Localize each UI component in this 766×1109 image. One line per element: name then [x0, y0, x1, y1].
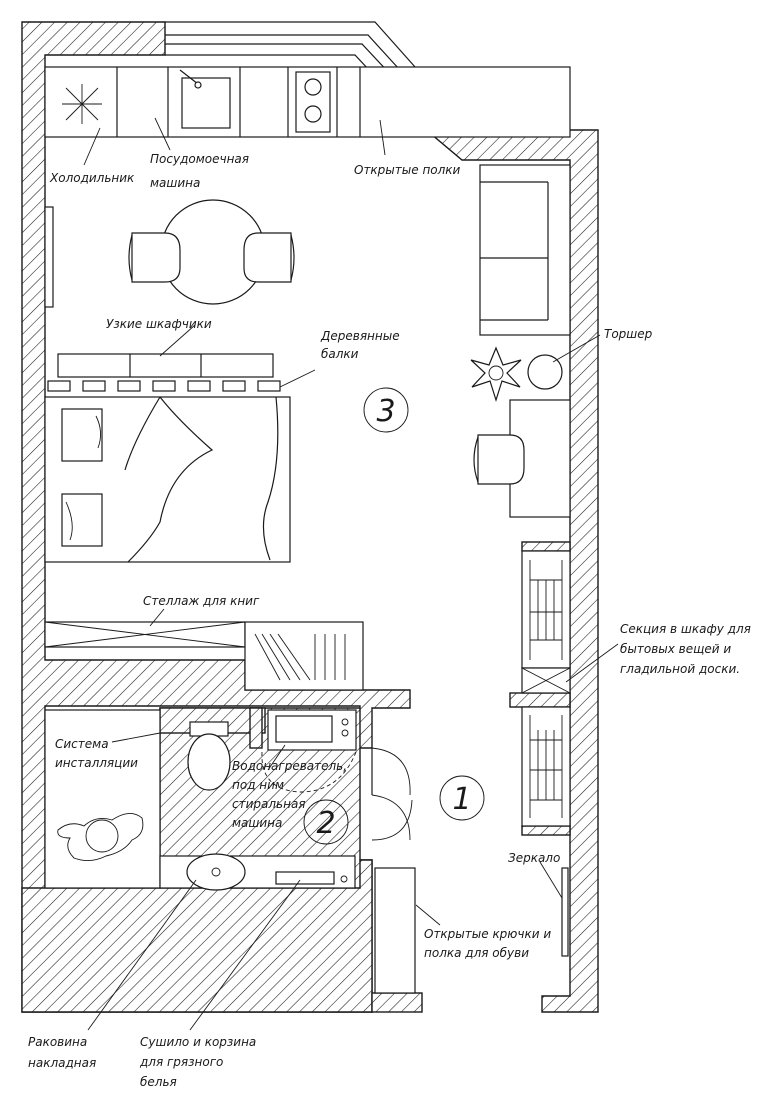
label-heater-3: стиральная: [232, 797, 306, 811]
label-dishwasher-2: машина: [150, 176, 200, 190]
label-beams-1: Деревянные: [320, 329, 400, 343]
room-2-marker: 2: [303, 799, 349, 845]
label-dryer-2: для грязного: [139, 1055, 223, 1069]
label-wardrobe-3: гладильной доски.: [620, 662, 740, 676]
window-left-frame: [44, 206, 54, 308]
plant-icon: [470, 346, 522, 402]
fridge-icon: [62, 84, 102, 124]
label-narrow-cabinets: Узкие шкафчики: [106, 317, 212, 331]
label-sink-1: Раковина: [28, 1035, 87, 1049]
label-dishwasher-1: Посудомоечная: [150, 152, 249, 166]
label-mirror: Зеркало: [508, 851, 560, 865]
room-3-number: 3: [376, 394, 395, 429]
label-heater-2: под ним: [232, 778, 284, 792]
label-hooks-1: Открытые крючки и: [424, 927, 551, 941]
room-1-number: 1: [452, 782, 471, 817]
water-heater-icon: [261, 709, 357, 793]
leader-lines: [83, 117, 619, 1031]
floor-lamp-icon: [527, 354, 563, 390]
wall-wardrobe-top-cap: [521, 541, 571, 552]
label-wardrobe-1: Секция в шкафу для: [620, 622, 751, 636]
label-fridge: Холодильник: [49, 171, 135, 185]
chair-right-icon: [243, 232, 295, 283]
label-sink-2: накладная: [28, 1056, 96, 1070]
sofa: [479, 164, 571, 336]
label-open-shelves: Открытые полки: [354, 163, 461, 177]
labels: Холодильник Посудомоечная машина Открыты…: [28, 152, 751, 1089]
wooden-beams: [47, 380, 281, 392]
room-2-number: 2: [316, 806, 335, 841]
label-heater-1: Водонагреватель,: [232, 759, 347, 773]
closet-rack: [244, 621, 364, 691]
label-wardrobe-2: бытовых вещей и: [620, 642, 731, 656]
wall-wardrobe-bottom-cap: [521, 825, 571, 836]
wardrobe-upper: [521, 550, 571, 694]
label-dryer-3: белья: [140, 1075, 177, 1089]
wall-wardrobe-ledge: [509, 692, 571, 708]
label-floor-lamp: Торшер: [604, 327, 653, 341]
label-installation-2: инсталляции: [55, 756, 138, 770]
mirror-icon: [561, 867, 569, 957]
bathroom-door: [371, 747, 411, 841]
stove-icon: [295, 71, 331, 133]
bookshelf: [44, 621, 246, 648]
entry-door: [371, 799, 413, 841]
wall-entry-stub: [371, 992, 423, 1013]
label-hooks-2: полка для обуви: [424, 946, 529, 960]
label-beams-2: балки: [321, 347, 359, 361]
desk-chair-icon: [473, 434, 525, 485]
room-1-marker: 1: [439, 775, 485, 821]
label-heater-4: машина: [232, 816, 282, 830]
wall-heater-strip: [249, 707, 263, 749]
wall-bottom-bath: [21, 859, 373, 1013]
label-dryer-1: Сушило и корзина: [140, 1035, 256, 1049]
hooks-shelf: [374, 867, 416, 994]
bathtub: [44, 709, 161, 889]
room-3-marker: 3: [363, 387, 409, 433]
label-bookshelf: Стеллаж для книг: [143, 594, 260, 608]
label-installation-1: Система: [55, 737, 109, 751]
sink-kitchen-icon: [179, 69, 231, 129]
bed: [44, 396, 291, 563]
walls: [21, 21, 599, 1013]
toilet-icon: [187, 721, 231, 791]
chair-left-icon: [128, 232, 181, 283]
dryer-rack-icon: [275, 871, 348, 885]
narrow-cabinets: [57, 353, 274, 378]
wardrobe-lower: [521, 706, 571, 827]
